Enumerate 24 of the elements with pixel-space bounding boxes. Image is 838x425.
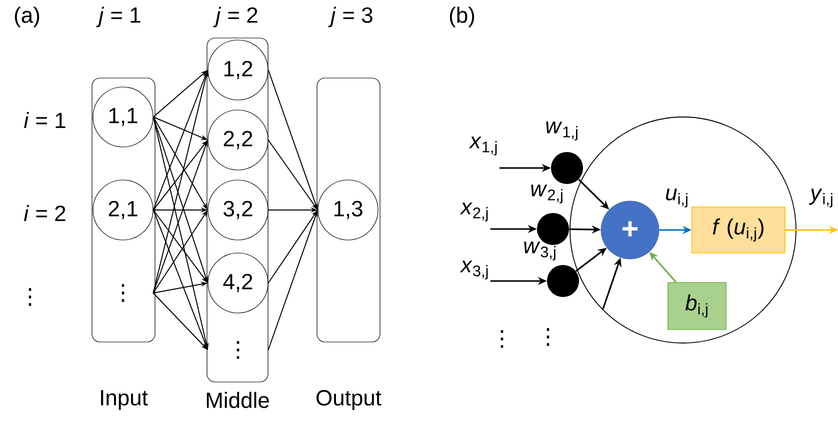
input-label: x$_{3,j}$: [460, 260, 488, 280]
input-label: x$_{2,j}$: [460, 202, 488, 222]
ellipsis: ⋮: [236, 341, 240, 359]
panel-label: (a): [14, 6, 40, 28]
weight-label: w$_{3,j}$: [524, 242, 556, 260]
layer-index: j = 3: [328, 6, 372, 28]
panel-label: (b): [450, 6, 474, 28]
bias-box: b$_{i,j}$: [668, 282, 726, 330]
ellipsis: ⋮: [122, 284, 124, 302]
layer-index: j = 1: [96, 6, 140, 28]
input-label: x$_{1,j}$: [468, 136, 497, 156]
weight-label: w$_{1,j}$: [546, 122, 578, 140]
row-index: i = 1: [24, 112, 66, 128]
ellipsis: ⋮: [546, 328, 550, 346]
function-box: f (u$_{i,j}$): [692, 206, 786, 254]
ellipsis: ⋮: [500, 330, 504, 348]
row-index: i = 2: [24, 205, 66, 221]
layer-label: Input: [101, 390, 148, 410]
layer-label: Output: [316, 390, 382, 410]
edge-label: u$_{i,j}$: [666, 188, 688, 208]
ellipsis: ⋮: [28, 288, 32, 306]
layer-label: Middle: [206, 392, 269, 408]
edge-label: y$_{i,j}$: [808, 188, 832, 208]
weight-label: w$_{2,j}$: [531, 184, 562, 204]
